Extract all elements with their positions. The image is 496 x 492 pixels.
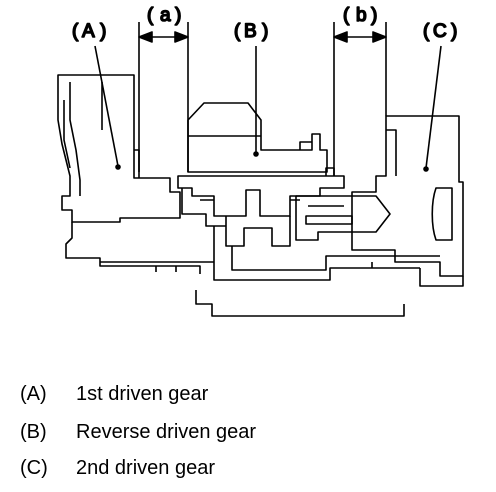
gear-a-hub-line-2 <box>63 100 71 169</box>
label-b-close: ) <box>262 21 268 42</box>
gear-cross-section-diagram: ( A ) ( B ) ( C ) ( a ) ( b ) <box>57 4 464 317</box>
leader-dot-c <box>423 166 429 172</box>
dimension-b-arrow-left <box>333 31 348 43</box>
dimension-b-label: b <box>356 5 367 26</box>
hub-right-gear <box>295 195 391 241</box>
label-b-open: ( <box>234 21 241 42</box>
dimension-b-close: ) <box>371 5 377 26</box>
gear-c-step <box>386 129 397 176</box>
lower-case-mid <box>231 246 440 271</box>
gear-b-body <box>187 102 328 173</box>
gear-c-inner <box>431 187 453 241</box>
legend-item-c: (C) 2nd driven gear <box>20 456 215 480</box>
legend-item-a: (A) 1st driven gear <box>20 382 208 406</box>
hub-snap <box>325 167 335 176</box>
dimension-a-close: ) <box>175 5 181 26</box>
gear-b-teeth <box>299 141 312 150</box>
leader-dot-a <box>115 164 121 170</box>
hub-sleeve <box>177 175 345 217</box>
base-plate <box>195 290 405 317</box>
gear-a-hub-line <box>69 82 81 196</box>
legend-text-a: 1st driven gear <box>76 383 209 405</box>
hub-key <box>225 216 291 247</box>
leader-line-c <box>425 45 442 169</box>
legend-key-b: (B) <box>20 421 47 443</box>
dimension-a-arrow-left <box>138 31 153 43</box>
dimension-a-label: a <box>160 5 171 26</box>
label-c-open: ( <box>423 21 430 42</box>
dimension-b-open: ( <box>343 5 350 26</box>
gear-a-body <box>57 74 181 223</box>
gear-c-body <box>351 115 464 277</box>
legend-item-b: (B) Reverse driven gear <box>20 420 256 444</box>
legend-key-a: (A) <box>20 383 47 405</box>
dimension-a-open: ( <box>147 5 154 26</box>
legend-text-c: 2nd driven gear <box>76 457 215 479</box>
lower-case-left <box>65 222 201 274</box>
label-c: C <box>433 21 447 42</box>
dimension-a-arrow-right <box>174 31 189 43</box>
label-a-close: ) <box>100 21 106 42</box>
lower-case-right <box>419 268 464 287</box>
label-a-open: ( <box>72 21 79 42</box>
leader-line-a <box>94 45 119 167</box>
hub-left-block <box>181 188 226 227</box>
gear-a-step <box>134 149 140 178</box>
base-ticks <box>155 262 373 272</box>
legend-text-b: Reverse driven gear <box>76 421 257 443</box>
legend-key-c: (C) <box>20 457 48 479</box>
hub-right-tooth <box>305 215 353 225</box>
leader-dot-b <box>253 151 259 157</box>
label-a: A <box>82 21 95 42</box>
label-c-close: ) <box>451 21 457 42</box>
dimension-b-arrow-right <box>372 31 387 43</box>
lower-case-center <box>213 226 420 281</box>
label-b: B <box>244 21 257 42</box>
